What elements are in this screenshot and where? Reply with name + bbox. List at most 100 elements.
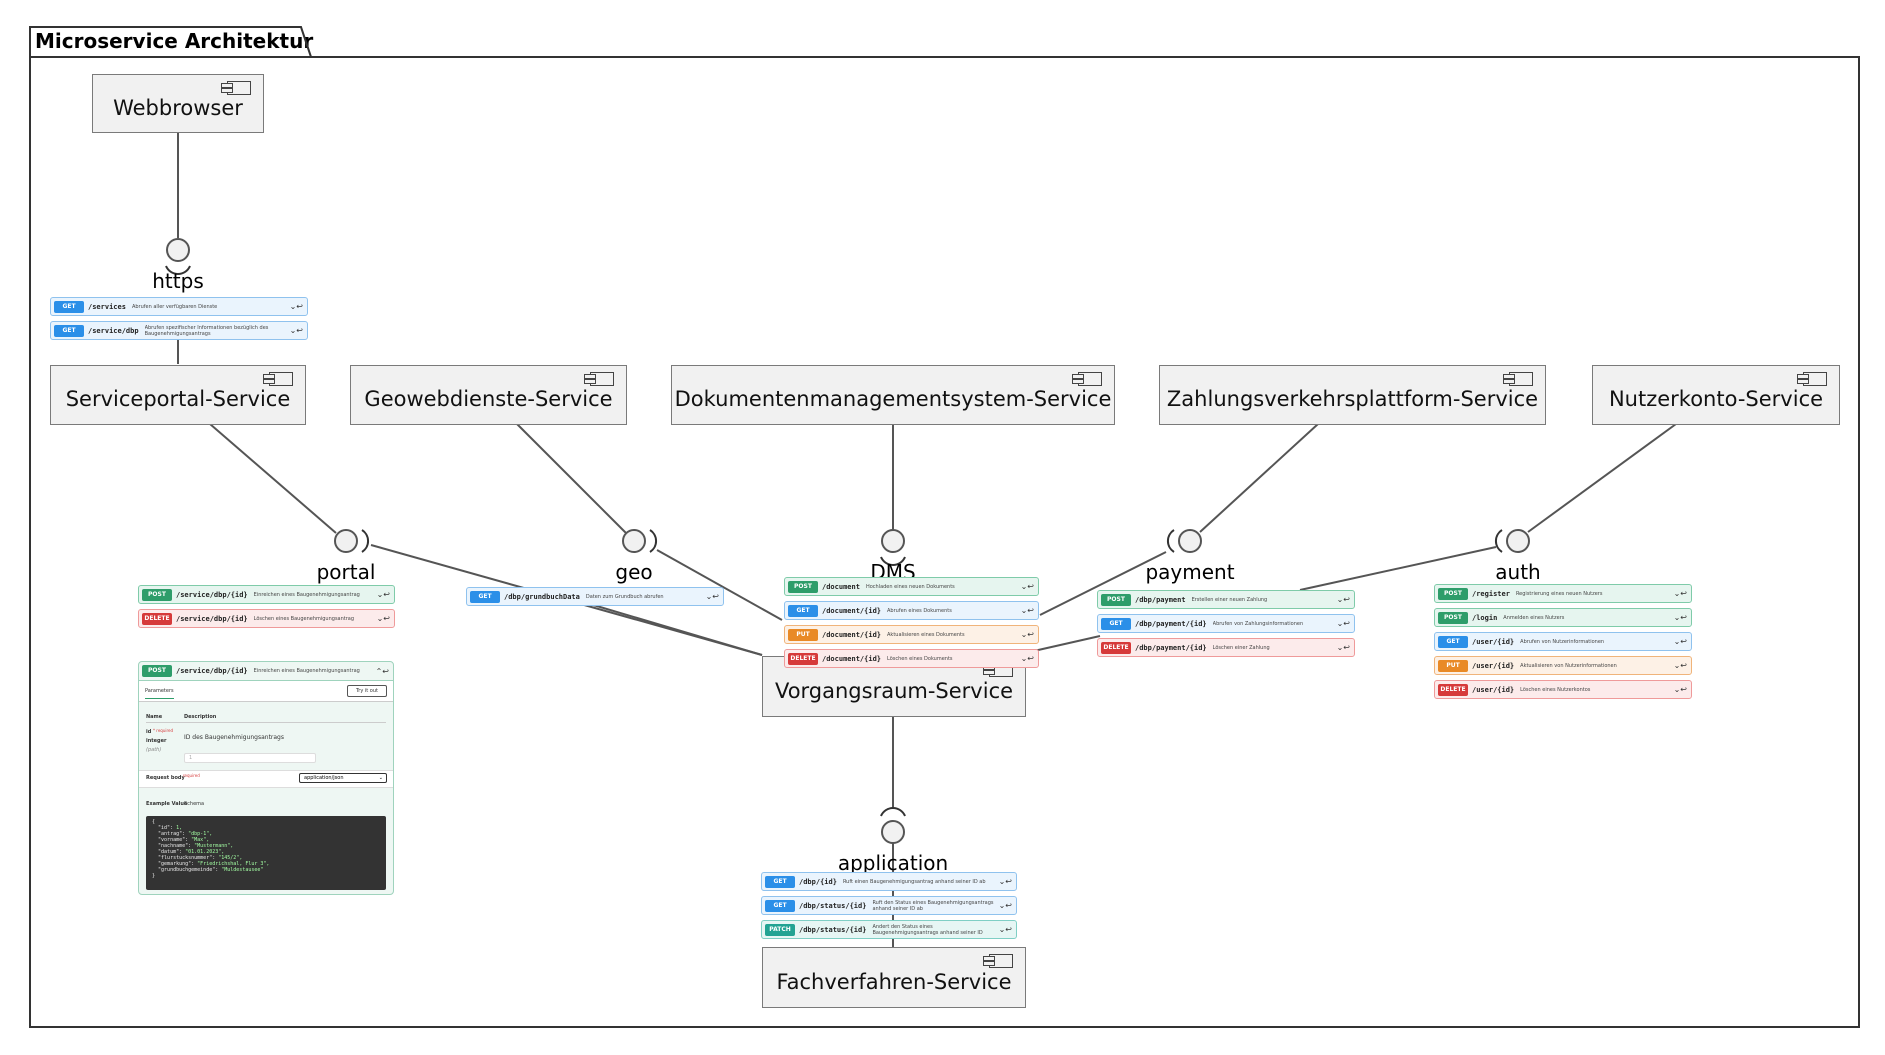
code-value: "Max", <box>191 837 210 843</box>
component-zahlung[interactable]: Zahlungsverkehrsplattform-Service <box>1159 365 1546 425</box>
endpoint-path: /dbp/payment/{id} <box>1135 619 1207 628</box>
endpoint-row[interactable]: DELETE/service/dbp/{id}Löschen eines Bau… <box>138 609 395 628</box>
code-key: "flurstucksnummer": <box>158 855 219 861</box>
chevron-down-icon[interactable]: ⌄↩ <box>1673 613 1687 622</box>
package-frame <box>29 56 1860 1028</box>
endpoint-row[interactable]: DELETE/dbp/payment/{id}Löschen einer Zah… <box>1097 638 1355 657</box>
component-fachverfahren[interactable]: Fachverfahren-Service <box>762 947 1026 1008</box>
content-type-select[interactable]: application/json ⌄ <box>299 773 387 783</box>
code-line: "flurstucksnummer": "145/2", <box>152 855 380 861</box>
chevron-down-icon[interactable]: ⌄↩ <box>1336 595 1350 604</box>
example-value-tab[interactable]: Example Value <box>146 801 188 807</box>
wire-auth-vorgangsraum <box>1299 546 1497 591</box>
component-label: Nutzerkonto-Service <box>1608 387 1824 411</box>
chevron-down-icon[interactable]: ⌄↩ <box>998 901 1012 910</box>
chevron-down-icon[interactable]: ⌄↩ <box>289 302 303 311</box>
endpoint-description: Löschen einer Zahlung <box>1212 644 1270 651</box>
socket-payment <box>1167 529 1175 553</box>
lollipop-portal <box>334 529 358 553</box>
param-name: id <box>146 729 152 735</box>
endpoint-description: Registrierung eines neuen Nutzers <box>1515 590 1603 597</box>
chevron-down-icon[interactable]: ⌄↩ <box>1336 619 1350 628</box>
component-nutzerkonto[interactable]: Nutzerkonto-Service <box>1592 365 1840 425</box>
component-geowebdienste[interactable]: Geowebdienste-Service <box>350 365 627 425</box>
component-webbrowser[interactable]: Webbrowser <box>92 74 264 133</box>
socket-https <box>165 265 191 275</box>
method-badge: GET <box>470 590 500 603</box>
endpoint-row[interactable]: DELETE/document/{id}Löschen eines Dokume… <box>784 649 1039 668</box>
wire-geo-vorgangsraum <box>656 549 783 621</box>
socket-application <box>880 807 906 817</box>
chevron-down-icon[interactable]: ⌄↩ <box>998 925 1012 934</box>
component-label: Fachverfahren-Service <box>776 969 1012 994</box>
code-line: "antrag": "dbp-1", <box>152 831 380 837</box>
request-body-label: Request body <box>146 775 185 781</box>
endpoint-path: /dbp/grundbuchData <box>504 592 580 601</box>
code-value: "dbp-1", <box>188 831 213 837</box>
chevron-down-icon[interactable]: ⌄↩ <box>1673 685 1687 694</box>
chevron-down-icon[interactable]: ⌄↩ <box>376 614 390 623</box>
endpoint-path: /user/{id} <box>1472 685 1515 694</box>
endpoint-row[interactable]: GET/user/{id}Abrufen von Nutzerinformati… <box>1434 632 1692 651</box>
interface-label-https: https <box>152 269 204 293</box>
endpoint-row[interactable]: GET/dbp/status/{id}Ruft den Status eines… <box>761 896 1017 915</box>
code-key: } <box>152 873 156 879</box>
chevron-down-icon[interactable]: ⌄↩ <box>1020 630 1034 639</box>
endpoint-row[interactable]: GET/dbp/{id}Ruft einen Baugenehmigungsan… <box>761 872 1017 891</box>
endpoint-path: /service/dbp/{id} <box>176 590 248 599</box>
wire-geo-service-geo <box>516 423 627 534</box>
lollipop-dms <box>881 529 905 553</box>
param-required: * required <box>153 728 174 733</box>
endpoint-row[interactable]: GET/document/{id}Abrufen eines Dokuments… <box>784 601 1039 620</box>
endpoint-row[interactable]: DELETE/user/{id}Löschen eines Nutzerkont… <box>1434 680 1692 699</box>
chevron-down-icon[interactable]: ⌄↩ <box>1336 643 1350 652</box>
endpoint-row[interactable]: POST/service/dbp/{id}Einreichen eines Ba… <box>138 585 395 604</box>
chevron-down-icon: ⌄ <box>378 775 383 781</box>
endpoint-description: Abrufen von Zahlungsinformationen <box>1212 620 1304 627</box>
chevron-down-icon[interactable]: ⌄↩ <box>289 326 303 335</box>
detail-header[interactable]: POST /service/dbp/{id} Einreichen eines … <box>139 662 393 681</box>
try-it-out-button[interactable]: Try it out <box>346 685 387 697</box>
chevron-down-icon[interactable]: ⌄↩ <box>1673 637 1687 646</box>
method-badge: POST <box>142 588 172 601</box>
endpoint-row[interactable]: PATCH/dbp/status/{id}Ändert den Status e… <box>761 920 1017 939</box>
code-line: "vorname": "Max", <box>152 837 380 843</box>
chevron-down-icon[interactable]: ⌄↩ <box>705 592 719 601</box>
chevron-down-icon[interactable]: ⌄↩ <box>1673 661 1687 670</box>
endpoint-row[interactable]: GET/dbp/payment/{id}Abrufen von Zahlungs… <box>1097 614 1355 633</box>
tab-parameters[interactable]: Parameters <box>145 684 174 699</box>
code-value: "Mustermann", <box>194 843 234 849</box>
endpoint-description: Ruft den Status eines Baugenehmigungsant… <box>872 899 994 912</box>
endpoint-path: /service/dbp/{id} <box>176 667 248 675</box>
param-input[interactable]: 1 <box>184 753 316 763</box>
endpoint-path: /dbp/status/{id} <box>799 925 867 934</box>
endpoint-row[interactable]: PUT/document/{id}Aktualisieren eines Dok… <box>784 625 1039 644</box>
method-badge: GET <box>765 899 795 912</box>
method-badge: DELETE <box>1101 641 1131 654</box>
chevron-down-icon[interactable]: ⌄↩ <box>998 877 1012 886</box>
chevron-down-icon[interactable]: ⌄↩ <box>1020 654 1034 663</box>
chevron-down-icon[interactable]: ⌄↩ <box>1020 606 1034 615</box>
detail-tabs: Parameters Try it out <box>139 681 393 702</box>
lollipop-https <box>166 238 190 262</box>
chevron-down-icon[interactable]: ⌄↩ <box>1673 589 1687 598</box>
chevron-down-icon[interactable]: ⌄↩ <box>1020 582 1034 591</box>
component-label: Serviceportal-Service <box>65 387 291 411</box>
chevron-down-icon[interactable]: ⌄↩ <box>376 590 390 599</box>
component-serviceportal[interactable]: Serviceportal-Service <box>50 365 306 425</box>
endpoint-row[interactable]: PUT/user/{id}Aktualisieren von Nutzerinf… <box>1434 656 1692 675</box>
schema-tab[interactable]: Schema <box>184 801 205 807</box>
component-dms[interactable]: Dokumentenmanagementsystem-Service <box>671 365 1115 425</box>
endpoint-description: Löschen eines Baugenehmigungsantrag <box>253 615 355 622</box>
chevron-up-icon[interactable]: ⌃↩ <box>375 666 389 676</box>
endpoint-path: /register <box>1472 589 1510 598</box>
interface-label-portal: portal <box>316 560 376 584</box>
